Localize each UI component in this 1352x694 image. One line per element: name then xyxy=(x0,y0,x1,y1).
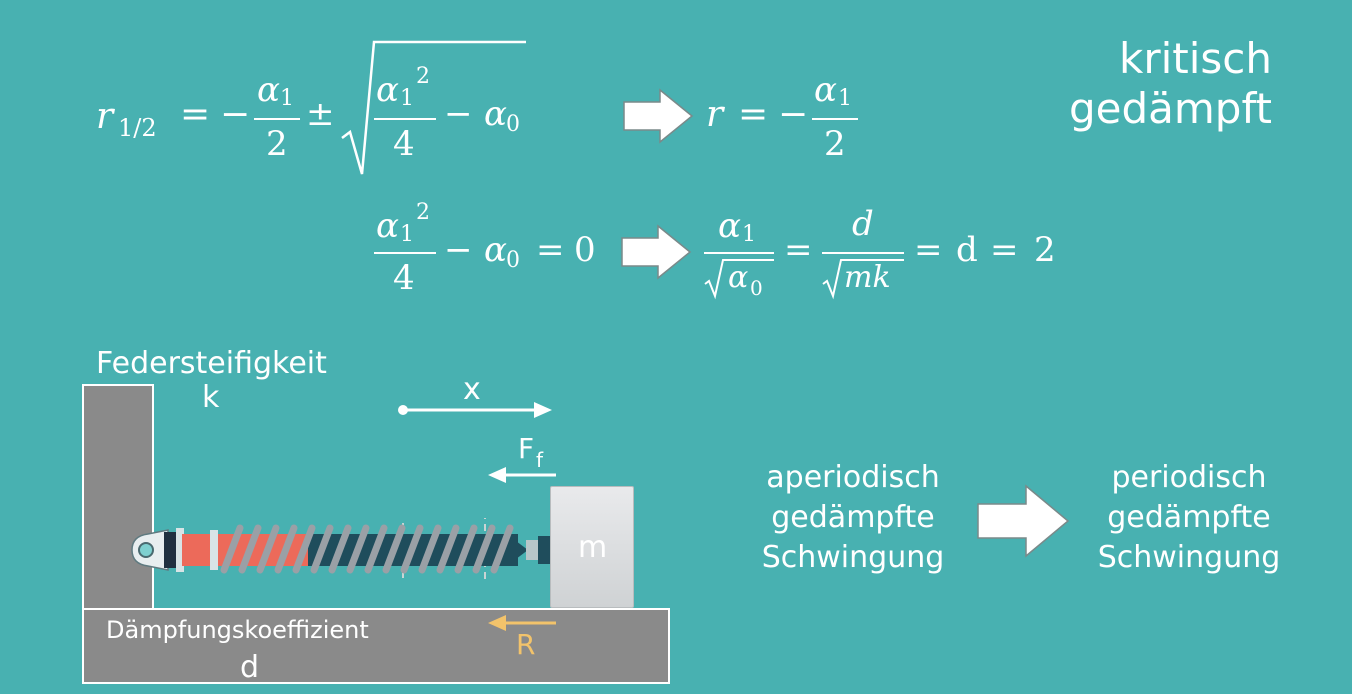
radicand-square: 2 xyxy=(416,64,430,89)
arrow-right-icon xyxy=(621,224,692,280)
label-mass: m xyxy=(578,530,608,565)
damping-force-arrow-icon xyxy=(488,615,556,631)
displacement-arrow-icon xyxy=(398,402,552,418)
title: kritisch gedämpft xyxy=(1012,34,1272,134)
sqrt-sign xyxy=(704,259,774,300)
arrow-right-icon xyxy=(623,88,694,144)
formula3-fraction-bar xyxy=(374,252,436,254)
formula-roots: r 1/2 = − α 1 2 ± α 1 2 4 − α 0 xyxy=(0,0,560,180)
radicand-alpha0: α xyxy=(484,94,507,134)
title-line-2: gedämpft xyxy=(1069,84,1272,133)
title-line-1: kritisch xyxy=(1119,34,1272,83)
radicand-alpha0-sub: 0 xyxy=(506,112,520,137)
formula2-denominator: 2 xyxy=(824,124,846,164)
formula4-d-numerator: d xyxy=(852,204,874,244)
formula3-alpha-sub: 1 xyxy=(400,222,414,247)
formula2-r: r xyxy=(706,94,724,135)
formula4-alpha0-sub: 0 xyxy=(750,276,763,300)
left-line-3: Schwingung xyxy=(761,540,945,575)
formula2-minus: − xyxy=(778,94,809,135)
right-oscillation-text: periodisch gedämpfte Schwingung xyxy=(1078,458,1300,578)
left-line-1: aperiodisch xyxy=(766,460,940,495)
formula3-denominator: 4 xyxy=(393,258,415,298)
label-spring-force-sub: f xyxy=(536,448,544,472)
label-spring-stiffness: Federsteifigkeit xyxy=(96,346,327,381)
radicand-denominator: 4 xyxy=(393,124,415,164)
formula2-fraction-bar xyxy=(812,118,858,120)
formula4-alpha-sub: 1 xyxy=(742,222,756,247)
left-oscillation-text: aperiodisch gedämpfte Schwingung xyxy=(738,458,968,578)
fraction-denominator: 2 xyxy=(266,124,288,164)
radicand-fraction-bar xyxy=(374,118,436,120)
fraction-bar xyxy=(254,118,300,120)
formula3-alpha: α xyxy=(376,206,399,246)
sqrt-sign xyxy=(341,40,526,175)
formula2-alpha: α xyxy=(814,70,837,110)
formula3-alpha0-sub: 0 xyxy=(506,248,520,273)
formula-damping-ratio: α 1 α 0 = d mk = d = 2 xyxy=(700,196,1080,306)
right-line-2: gedämpfte xyxy=(1107,500,1271,535)
radicand-minus: − xyxy=(444,94,473,134)
formula2-alpha-sub: 1 xyxy=(838,86,852,111)
label-d: d xyxy=(240,650,260,685)
formula4-two: 2 xyxy=(1034,230,1056,270)
label-damping-force: R xyxy=(516,628,536,661)
radicand-sub: 1 xyxy=(400,86,414,111)
left-line-2: gedämpfte xyxy=(771,500,935,535)
formula-minus: − xyxy=(220,94,251,135)
formula-condition: α 1 2 4 − α 0 = 0 xyxy=(370,196,610,306)
formula4-alpha: α xyxy=(718,206,741,246)
label-spring-force: F xyxy=(518,432,535,465)
spring-damper-icon xyxy=(131,518,567,582)
formula4-equals-3: = xyxy=(990,230,1019,270)
right-line-3: Schwingung xyxy=(1097,540,1281,575)
formula4-d: d xyxy=(956,230,978,270)
label-k: k xyxy=(202,380,220,415)
wall xyxy=(82,384,154,610)
formula-plus-minus: ± xyxy=(306,94,335,134)
formula-r: r xyxy=(96,96,114,137)
arrow-right-icon xyxy=(977,484,1070,558)
fraction-numerator-sub: 1 xyxy=(280,86,294,111)
label-damping-coefficient: Dämpfungskoeffizient xyxy=(106,616,369,644)
formula4-mk: mk xyxy=(844,260,891,295)
fraction-numerator-alpha: α xyxy=(257,70,280,110)
formula3-square: 2 xyxy=(416,200,430,225)
spring-force-arrow-icon xyxy=(488,467,556,483)
formula3-minus: − xyxy=(444,230,473,270)
formula4-equals-1: = xyxy=(784,230,813,270)
formula3-alpha0: α xyxy=(484,230,507,270)
formula3-zero: 0 xyxy=(574,230,596,270)
formula4-fraction-bar-2 xyxy=(822,252,904,254)
radicand-alpha: α xyxy=(376,70,399,110)
floor xyxy=(82,608,670,684)
formula-r-subscript: 1/2 xyxy=(118,114,157,142)
mass-block xyxy=(550,486,634,608)
formula3-equals: = xyxy=(536,230,565,270)
right-line-1: periodisch xyxy=(1111,460,1267,495)
formula4-equals-2: = xyxy=(914,230,943,270)
spring-damper-diagram: m x F f R Federsteifigkeit k Dämpfungsko… xyxy=(0,340,700,694)
formula4-alpha0: α xyxy=(728,260,749,295)
formula2-equals: = xyxy=(738,94,769,135)
formula-single-root: r = − α 1 2 xyxy=(700,60,880,170)
formula4-fraction-bar-1 xyxy=(704,252,774,254)
formula-equals: = xyxy=(180,94,211,135)
sqrt-sign xyxy=(822,259,904,300)
label-displacement: x xyxy=(463,372,481,407)
